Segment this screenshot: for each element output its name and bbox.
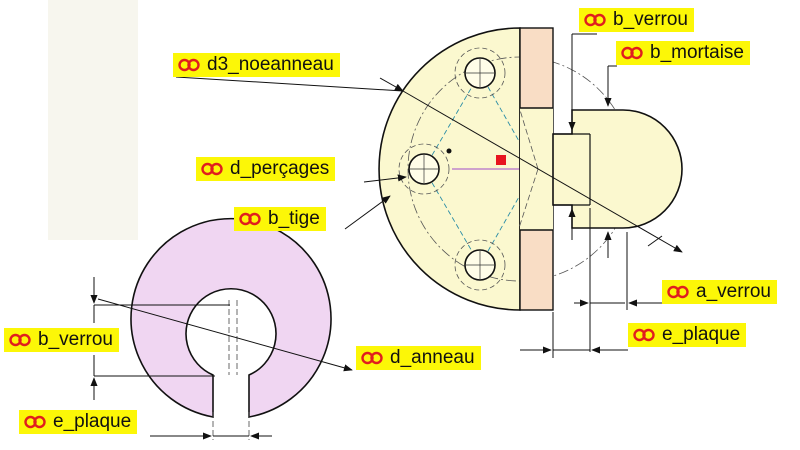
- dim-e-plaque-right: [520, 312, 628, 358]
- locking-disc-view: [378, 27, 683, 311]
- label-e-plaque-left[interactable]: e_plaque: [19, 410, 138, 434]
- dim-b-mortaise: [604, 65, 617, 258]
- side-panel: [48, 0, 138, 240]
- split-ring-view: [130, 217, 332, 440]
- dim-b-verrou-left: [90, 277, 230, 400]
- label-text: b_verrou: [38, 329, 113, 350]
- sketch-point-marker: [496, 155, 506, 165]
- label-b-tige[interactable]: b_tige: [234, 207, 326, 231]
- label-a-verrou[interactable]: a_verrou: [662, 280, 777, 304]
- label-e-plaque-right[interactable]: e_plaque: [628, 323, 747, 347]
- label-d-anneau[interactable]: d_anneau: [356, 346, 481, 370]
- label-d3-noeanneau[interactable]: d3_noeanneau: [173, 53, 340, 77]
- dim-d3-noeanneau: [175, 76, 683, 253]
- label-b-verrou-top[interactable]: b_verrou: [579, 8, 694, 32]
- slot-opening: [520, 108, 553, 230]
- label-text: b_mortaise: [650, 42, 744, 63]
- chain-link-icon: [178, 58, 200, 72]
- label-text: d3_noeanneau: [207, 54, 334, 75]
- lock-tenon: [552, 109, 683, 229]
- chain-link-icon: [621, 46, 643, 60]
- label-text: e_plaque: [662, 324, 741, 345]
- chain-link-icon: [633, 328, 655, 342]
- dim-d-percages: [363, 174, 407, 183]
- label-d-percages[interactable]: d_perçages: [196, 157, 336, 181]
- label-text: d_perçages: [230, 158, 330, 179]
- dim-a-verrou: [574, 208, 662, 352]
- dim-b-tige: [344, 195, 391, 230]
- label-text: b_tige: [268, 208, 320, 229]
- label-text: a_verrou: [696, 281, 771, 302]
- drill-hole-middle: [398, 143, 450, 195]
- label-text: b_verrou: [613, 9, 688, 30]
- disc-body: [378, 27, 521, 311]
- chain-link-icon: [361, 351, 383, 365]
- label-b-mortaise[interactable]: b_mortaise: [616, 41, 750, 65]
- chain-link-icon: [584, 13, 606, 27]
- dim-d-anneau: [97, 298, 353, 372]
- drill-hole-bottom: [454, 239, 506, 291]
- label-text: e_plaque: [53, 411, 132, 432]
- chain-link-icon: [9, 333, 31, 347]
- sketch-dot: [446, 148, 452, 154]
- chain-link-icon: [201, 162, 223, 176]
- chain-link-icon: [24, 415, 46, 429]
- label-b-verrou-left[interactable]: b_verrou: [4, 328, 119, 352]
- chain-link-icon: [239, 212, 261, 226]
- split-ring-body: [130, 217, 332, 418]
- chain-link-icon: [667, 285, 689, 299]
- dim-b-verrou-top: [568, 33, 597, 240]
- label-text: d_anneau: [390, 347, 475, 368]
- drill-hole-top: [454, 47, 506, 99]
